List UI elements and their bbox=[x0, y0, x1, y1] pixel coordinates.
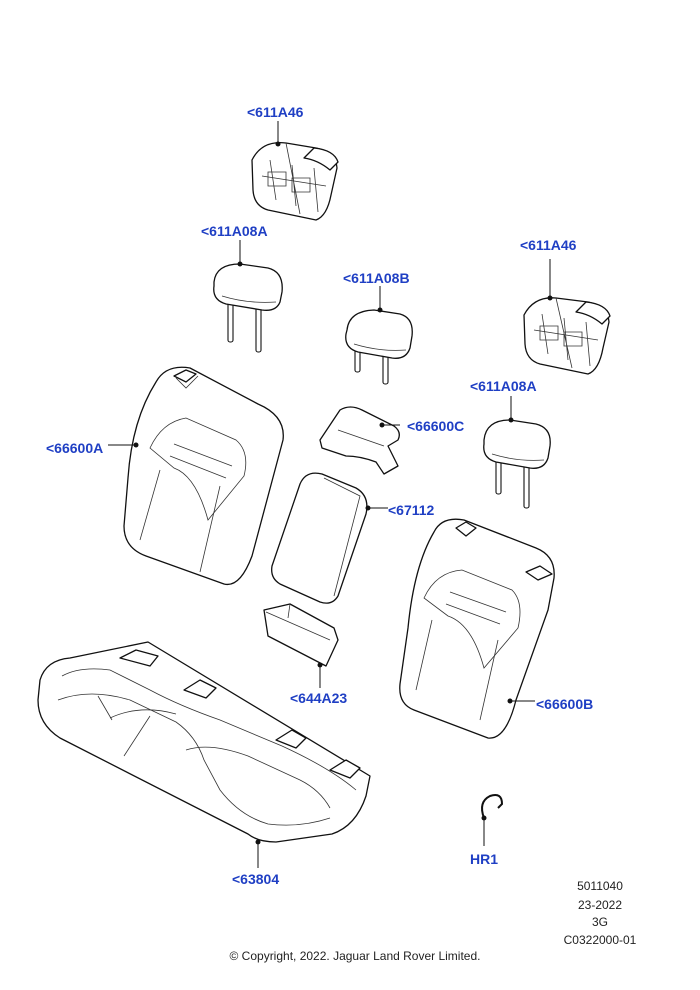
callout-backrest-right[interactable]: <66600B bbox=[536, 696, 594, 712]
center-cover[interactable] bbox=[319, 406, 400, 475]
hog-ring[interactable] bbox=[481, 794, 504, 819]
callout-backrest-left[interactable]: <66600A bbox=[46, 440, 104, 456]
callout-headrest-left[interactable]: <611A08A bbox=[201, 223, 268, 239]
headrest-center[interactable] bbox=[345, 309, 413, 385]
headrest-cover-top[interactable] bbox=[251, 141, 339, 221]
headrest-cover-right[interactable] bbox=[523, 297, 611, 375]
bracket[interactable] bbox=[263, 603, 339, 667]
seat-cushion[interactable] bbox=[37, 641, 371, 843]
callout-hog-ring[interactable]: HR1 bbox=[470, 851, 499, 867]
callout-headrest-center[interactable]: <611A08B bbox=[343, 270, 410, 286]
backrest-left[interactable] bbox=[123, 366, 284, 586]
headrest-right[interactable] bbox=[483, 419, 551, 509]
backrest-right[interactable] bbox=[399, 518, 555, 739]
callout-seat-cushion[interactable]: <63804 bbox=[232, 871, 280, 887]
variant-code: 3G bbox=[591, 915, 608, 929]
callout-headrest-right[interactable]: <611A08A bbox=[470, 378, 537, 394]
callout-center-cover[interactable]: <66600C bbox=[407, 418, 465, 434]
callout-bracket[interactable]: <644A23 bbox=[290, 690, 348, 706]
armrest[interactable] bbox=[271, 472, 368, 604]
illustration-id: C0322000-01 bbox=[563, 933, 637, 947]
part-number: 5011040 bbox=[577, 879, 623, 893]
headrest-left[interactable] bbox=[213, 263, 283, 353]
callout-headrest-cover-right[interactable]: <611A46 bbox=[520, 237, 577, 253]
date-code: 23-2022 bbox=[577, 898, 623, 912]
callout-armrest[interactable]: <67112 bbox=[388, 502, 435, 518]
callout-headrest-cover-top[interactable]: <611A46 bbox=[247, 104, 304, 120]
copyright: © Copyright, 2022. Jaguar Land Rover Lim… bbox=[229, 949, 481, 963]
